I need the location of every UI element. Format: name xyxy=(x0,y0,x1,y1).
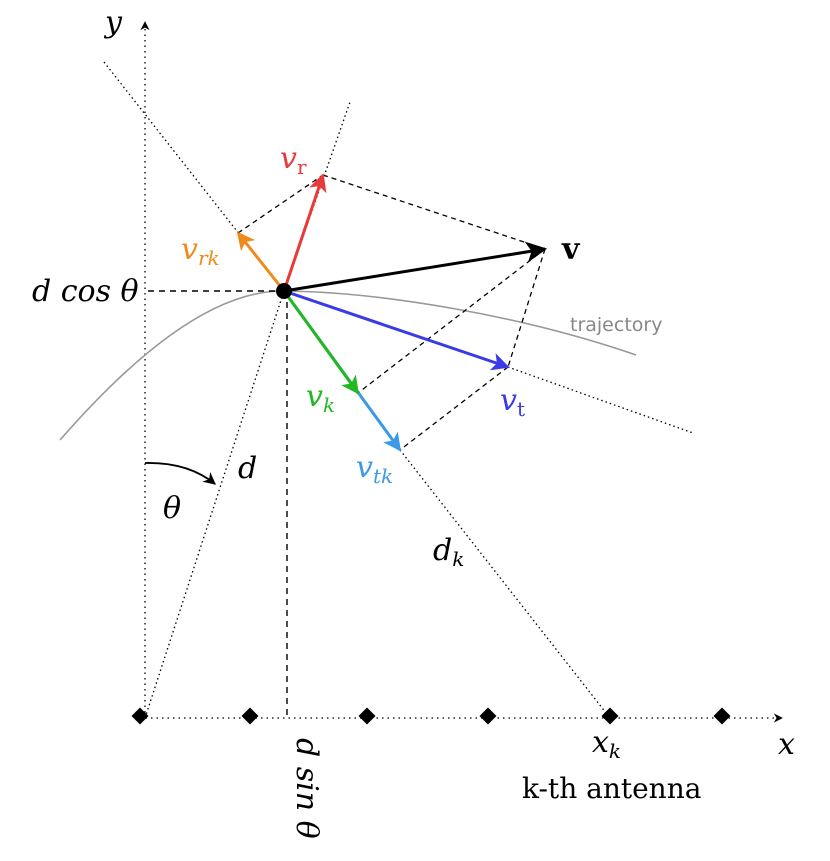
x-axis-label: x xyxy=(778,727,795,762)
proj-vr-to-v xyxy=(322,174,546,250)
vector-v-t xyxy=(283,289,510,371)
antenna-marker xyxy=(358,707,376,725)
proj-v-to-vk xyxy=(357,248,546,394)
label-d-sin-theta: d sin θ xyxy=(289,738,324,839)
label-trajectory: trajectory xyxy=(570,314,662,336)
label-theta: θ xyxy=(163,491,181,526)
proj-vrk-to-vr xyxy=(237,174,324,234)
d-line xyxy=(144,290,285,719)
target-point xyxy=(276,283,292,299)
label-x-k: xk xyxy=(592,725,621,763)
proj-v-to-vt xyxy=(507,248,546,368)
antenna-marker xyxy=(241,707,259,725)
label-v-t: vt xyxy=(500,383,525,421)
label-antenna-caption: k-th antenna xyxy=(522,772,701,805)
dk-line xyxy=(399,449,611,719)
antenna-marker xyxy=(713,707,731,725)
antenna-marker-k xyxy=(601,707,619,725)
antenna-array xyxy=(131,707,731,725)
antenna-marker xyxy=(479,707,497,725)
label-v-rk: vrk xyxy=(181,232,220,270)
label-d-k: dk xyxy=(433,533,464,571)
y-axis-label: y xyxy=(103,5,123,40)
vector-v-k xyxy=(282,290,360,395)
antenna-marker xyxy=(131,707,149,725)
label-d: d xyxy=(238,451,257,486)
vector-v xyxy=(283,241,548,293)
proj-vt-to-vtk xyxy=(399,366,509,451)
label-v-tk: vtk xyxy=(356,450,393,488)
vector-v-rk xyxy=(236,231,286,292)
label-d-cos-theta: d cos θ xyxy=(32,274,139,309)
label-v: v xyxy=(561,232,581,267)
vector-v-r xyxy=(282,173,327,292)
vt-extension-line xyxy=(507,366,694,434)
label-v-k: vk xyxy=(306,379,335,417)
theta-arc xyxy=(144,462,216,485)
label-v-r: vr xyxy=(280,141,307,179)
